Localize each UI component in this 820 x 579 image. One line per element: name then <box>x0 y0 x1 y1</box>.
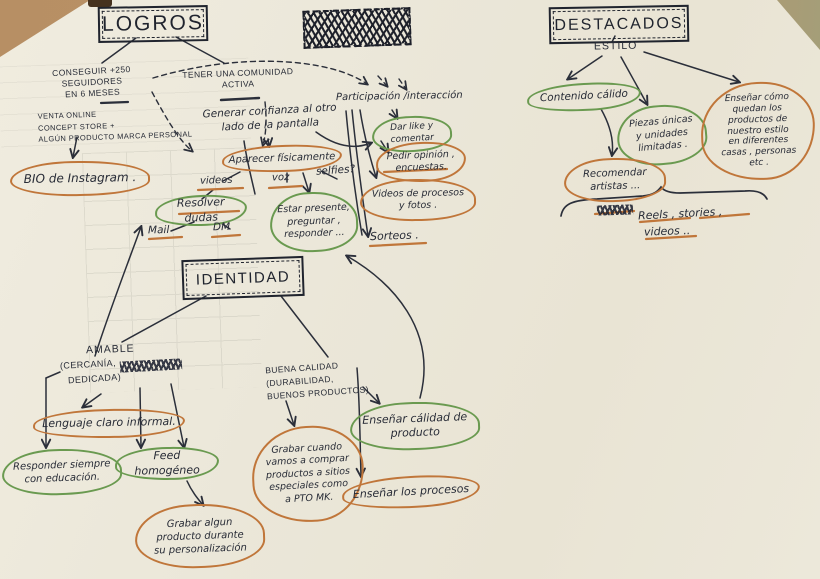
node-venta-online: VENTA ONLINE CONCEPT STORE + ALGÚN PRODU… <box>37 109 193 145</box>
desk-object <box>88 0 112 7</box>
node-videos: videos <box>199 174 233 187</box>
node-participacion: Participación /interacción <box>335 89 463 104</box>
node-sorteos: Sorteos . <box>369 228 419 244</box>
node-dm: DM <box>212 220 231 234</box>
logros-title: LOGROS <box>101 11 205 36</box>
bubble-videos-procesos: Videos de procesos y fotos . <box>359 177 477 223</box>
logros-title-box: LOGROS <box>97 5 209 43</box>
node-estilo: ESTILO <box>593 39 638 53</box>
scratched-word-before-reels <box>596 204 634 216</box>
bubble-feed-homogeneo: Feed homogéneo <box>114 446 220 481</box>
node-amable: AMABLE <box>85 342 135 357</box>
identidad-title: IDENTIDAD <box>195 267 291 289</box>
identidad-title-box: IDENTIDAD <box>181 255 305 301</box>
node-community-goal: TENER UNA COMUNIDAD ACTIVA <box>182 66 294 90</box>
bubble-estar-presente: Estar presente, preguntar , responder ..… <box>268 190 360 254</box>
destacados-title: DESTACADOS <box>554 14 684 34</box>
node-mail: Mail <box>147 223 170 237</box>
node-voz: voz <box>271 172 290 184</box>
destacados-title-box: DESTACADOS <box>548 4 690 45</box>
redacted-scribbled-box <box>302 7 412 49</box>
